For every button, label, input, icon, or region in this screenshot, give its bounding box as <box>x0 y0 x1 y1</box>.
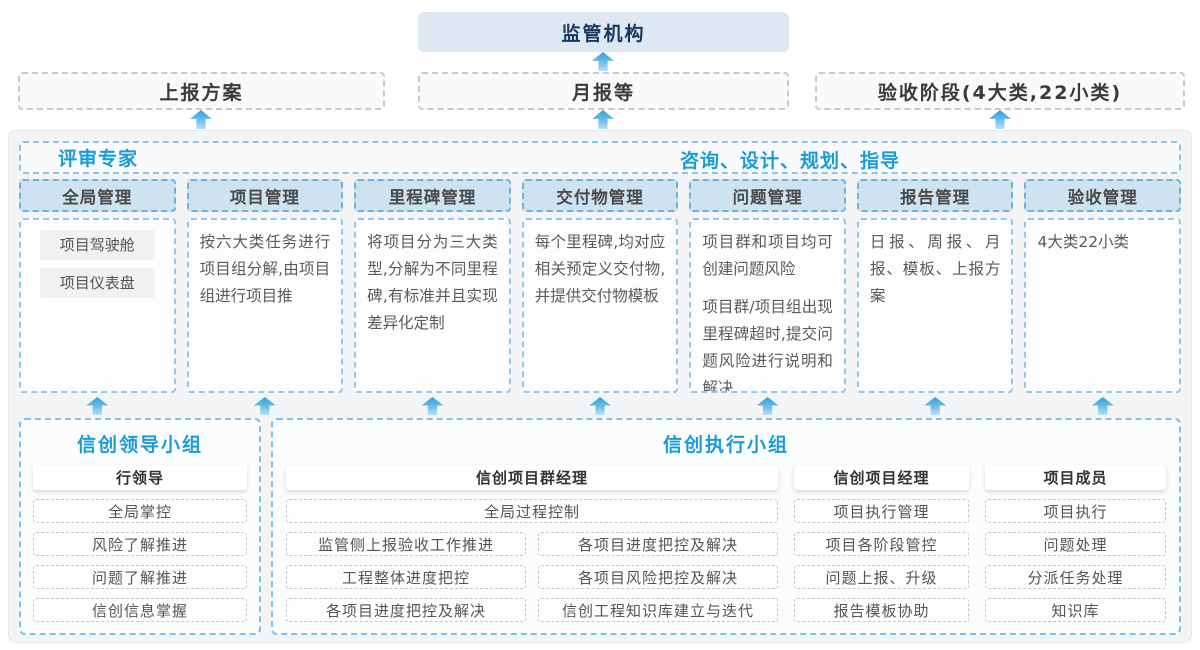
arrow-row <box>19 397 1181 415</box>
column-acceptance-mgmt: 验收管理 4大类22小类 <box>1024 179 1182 393</box>
up-arrow-icon <box>253 397 276 415</box>
exec-group: 信创执行小组 信创项目群经理 全局过程控制 监管侧上报验收工作推进 工程整体进度… <box>271 418 1181 635</box>
column-body: 项目群和项目均可创建问题风险 项目群/项目组出现里程碑超时,提交问题风险进行说明… <box>689 218 846 393</box>
column-text: 每个里程碑,均对应相关预定义交付物,并提供交付物模板 <box>534 233 666 305</box>
column-title: 全局管理 <box>19 179 176 212</box>
up-arrow-icon <box>421 397 444 415</box>
exec-item: 项目执行 <box>985 499 1166 523</box>
column-report-mgmt: 报告管理 日报、周报、月报、模板、上报方案 <box>856 179 1014 393</box>
section-program-manager: 信创项目群经理 全局过程控制 监管侧上报验收工作推进 工程整体进度把控 各项目进… <box>286 465 778 622</box>
chip-project-dashboard: 项目仪表盘 <box>40 268 155 298</box>
up-arrow-icon <box>989 110 1011 129</box>
exec-group-title: 信创执行小组 <box>662 434 789 456</box>
expert-label: 评审专家 <box>58 148 139 170</box>
leader-item: 信创信息掌握 <box>33 598 247 622</box>
platform-container: 评审专家 咨询、设计、规划、指导 全局管理 项目驾驶舱 项目仪表盘 项目管理 按… <box>8 130 1192 643</box>
leader-item: 风险了解推进 <box>33 532 247 556</box>
column-body: 项目驾驶舱 项目仪表盘 <box>19 218 176 393</box>
column-body: 每个里程碑,均对应相关预定义交付物,并提供交付物模板 <box>521 218 679 393</box>
exec-item: 分派任务处理 <box>985 565 1166 589</box>
exec-item: 问题处理 <box>985 532 1166 556</box>
leader-item: 问题了解推进 <box>33 565 247 589</box>
column-body: 日报、周报、月报、模板、上报方案 <box>856 218 1014 393</box>
up-arrow-icon <box>589 397 612 415</box>
exec-item: 项目执行管理 <box>794 499 969 523</box>
exec-item: 项目各阶段管控 <box>794 532 969 556</box>
column-title: 问题管理 <box>689 179 846 212</box>
report-box-monthly: 月报等 <box>418 72 789 110</box>
column-issue-mgmt: 问题管理 项目群和项目均可创建问题风险 项目群/项目组出现里程碑超时,提交问题风… <box>689 179 846 393</box>
exec-item: 知识库 <box>985 598 1166 622</box>
expert-advisory-bar: 评审专家 咨询、设计、规划、指导 <box>19 141 1181 174</box>
column-global-mgmt: 全局管理 项目驾驶舱 项目仪表盘 <box>19 179 176 393</box>
exec-item-wide: 全局过程控制 <box>286 499 778 523</box>
up-arrow-icon <box>756 397 779 415</box>
exec-item: 各项目进度把控及解决 <box>538 532 778 556</box>
up-arrow-icon <box>86 397 109 415</box>
program-manager-col-b: 各项目进度把控及解决 各项目风险把控及解决 信创工程知识库建立与迭代 <box>538 523 778 622</box>
column-title: 里程碑管理 <box>354 179 511 212</box>
column-body: 按六大类任务进行项目组分解,由项目组进行项目推 <box>186 218 344 393</box>
leader-group-title: 信创领导小组 <box>76 434 203 456</box>
leader-item: 全局掌控 <box>33 499 247 523</box>
column-milestone-mgmt: 里程碑管理 将项目分为三大类型,分解为不同里程碑,有标准并且实现差异化定制 <box>354 179 511 393</box>
exec-item: 各项目风险把控及解决 <box>538 565 778 589</box>
column-project-mgmt: 项目管理 按六大类任务进行项目组分解,由项目组进行项目推 <box>186 179 344 393</box>
program-manager-col-a: 监管侧上报验收工作推进 工程整体进度把控 各项目进度把控及解决 <box>286 523 526 622</box>
column-text: 日报、周报、月报、模板、上报方案 <box>869 233 1001 305</box>
teams-row: 信创领导小组 行领导 全局掌控 风险了解推进 问题了解推进 信创信息掌握 信创执… <box>19 418 1181 635</box>
column-title: 交付物管理 <box>521 179 679 212</box>
up-arrow-icon <box>190 110 212 129</box>
column-title: 项目管理 <box>186 179 344 212</box>
up-arrow-icon <box>1091 397 1114 415</box>
exec-item: 工程整体进度把控 <box>286 565 526 589</box>
exec-item: 各项目进度把控及解决 <box>286 598 526 622</box>
leader-group: 信创领导小组 行领导 全局掌控 风险了解推进 问题了解推进 信创信息掌握 <box>19 418 261 635</box>
column-deliverable-mgmt: 交付物管理 每个里程碑,均对应相关预定义交付物,并提供交付物模板 <box>521 179 679 393</box>
section-project-member: 项目成员 项目执行 问题处理 分派任务处理 知识库 <box>985 465 1166 622</box>
role-project-member: 项目成员 <box>985 465 1166 490</box>
role-bank-leader: 行领导 <box>33 465 247 490</box>
column-text: 项目群/项目组出现里程碑超时,提交问题风险进行说明和解决 <box>702 297 833 393</box>
column-title: 报告管理 <box>856 179 1014 212</box>
up-arrow-icon <box>924 397 947 415</box>
management-columns: 全局管理 项目驾驶舱 项目仪表盘 项目管理 按六大类任务进行项目组分解,由项目组… <box>19 179 1182 393</box>
column-title: 验收管理 <box>1024 179 1182 212</box>
column-text: 将项目分为三大类型,分解为不同里程碑,有标准并且实现差异化定制 <box>367 233 498 332</box>
exec-item: 报告模板协助 <box>794 598 969 622</box>
section-project-manager: 信创项目经理 项目执行管理 项目各阶段管控 问题上报、升级 报告模板协助 <box>794 465 969 622</box>
report-box-acceptance: 验收阶段(4大类,22小类) <box>815 72 1185 110</box>
regulator-box: 监管机构 <box>418 12 789 52</box>
up-arrow-icon <box>592 110 614 129</box>
column-text: 项目群和项目均可创建问题风险 <box>702 233 833 278</box>
role-project-manager: 信创项目经理 <box>794 465 969 490</box>
exec-item: 问题上报、升级 <box>794 565 969 589</box>
exec-item: 监管侧上报验收工作推进 <box>286 532 526 556</box>
report-box-plan: 上报方案 <box>18 72 385 110</box>
role-program-manager: 信创项目群经理 <box>286 465 778 490</box>
up-arrow-icon <box>592 52 614 71</box>
column-body: 将项目分为三大类型,分解为不同里程碑,有标准并且实现差异化定制 <box>354 218 511 393</box>
column-body: 4大类22小类 <box>1024 218 1182 393</box>
chip-project-cockpit: 项目驾驶舱 <box>40 230 155 260</box>
column-text: 4大类22小类 <box>1037 233 1130 251</box>
column-text: 按六大类任务进行项目组分解,由项目组进行项目推 <box>199 233 331 305</box>
exec-item: 信创工程知识库建立与迭代 <box>538 598 778 622</box>
advisory-label: 咨询、设计、规划、指导 <box>680 150 901 172</box>
